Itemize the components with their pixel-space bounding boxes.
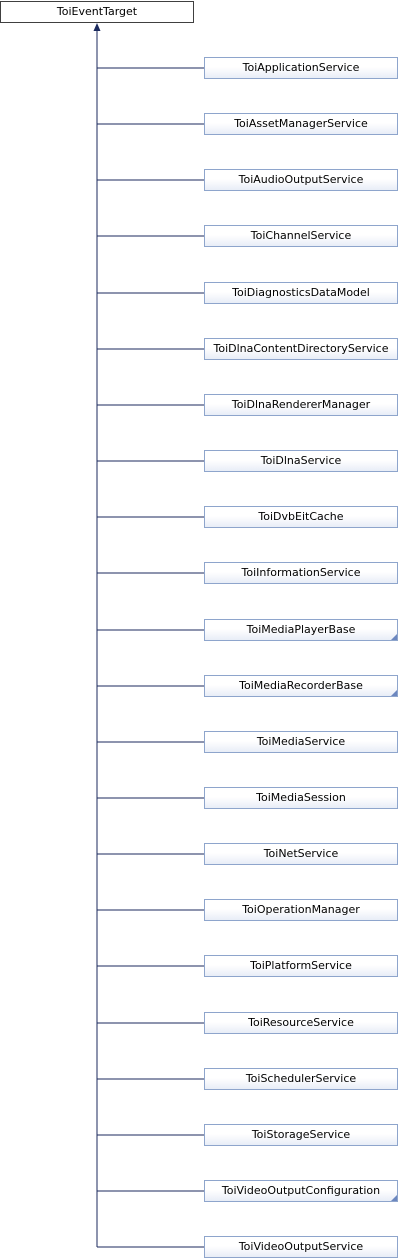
- derived-class-node[interactable]: ToiStorageService: [204, 1124, 398, 1146]
- derived-class-label: ToiMediaPlayerBase: [246, 623, 356, 636]
- derived-class-label: ToiInformationService: [241, 566, 361, 579]
- derived-class-node[interactable]: ToiChannelService: [204, 225, 398, 247]
- derived-class-node[interactable]: ToiPlatformService: [204, 955, 398, 977]
- derived-class-label: ToiMediaService: [256, 735, 346, 748]
- derived-class-node[interactable]: ToiAssetManagerService: [204, 113, 398, 135]
- derived-class-node[interactable]: ToiMediaPlayerBase: [204, 619, 398, 641]
- more-subclasses-icon: [391, 634, 397, 640]
- derived-class-label: ToiChannelService: [250, 229, 352, 242]
- derived-class-node[interactable]: ToiSchedulerService: [204, 1068, 398, 1090]
- more-subclasses-icon: [391, 1195, 397, 1201]
- derived-class-label: ToiResourceService: [248, 1016, 354, 1029]
- more-subclasses-icon: [391, 690, 397, 696]
- derived-class-label: ToiAudioOutputService: [238, 173, 364, 186]
- derived-class-node[interactable]: ToiDlnaRendererManager: [204, 394, 398, 416]
- derived-class-node[interactable]: ToiDvbEitCache: [204, 506, 398, 528]
- base-class-label: ToiEventTarget: [56, 5, 138, 18]
- derived-class-node[interactable]: ToiDlnaService: [204, 450, 398, 472]
- derived-class-label: ToiAssetManagerService: [234, 117, 368, 130]
- derived-class-label: ToiDlnaRendererManager: [231, 398, 371, 411]
- derived-class-label: ToiDlnaService: [260, 454, 342, 467]
- inheritance-arrowhead-icon: [93, 23, 101, 31]
- derived-class-node[interactable]: ToiApplicationService: [204, 57, 398, 79]
- derived-class-label: ToiStorageService: [251, 1128, 351, 1141]
- derived-class-node[interactable]: ToiVideoOutputService: [204, 1236, 398, 1258]
- derived-class-label: ToiVideoOutputService: [238, 1240, 364, 1253]
- derived-class-label: ToiMediaRecorderBase: [239, 679, 363, 692]
- derived-class-node[interactable]: ToiDiagnosticsDataModel: [204, 282, 398, 304]
- derived-class-label: ToiDvbEitCache: [258, 510, 344, 523]
- derived-class-node[interactable]: ToiNetService: [204, 843, 398, 865]
- derived-class-node[interactable]: ToiMediaSession: [204, 787, 398, 809]
- derived-class-label: ToiSchedulerService: [245, 1072, 357, 1085]
- derived-class-node[interactable]: ToiAudioOutputService: [204, 169, 398, 191]
- derived-class-node[interactable]: ToiMediaService: [204, 731, 398, 753]
- base-class-node[interactable]: ToiEventTarget: [0, 1, 194, 23]
- derived-class-label: ToiApplicationService: [242, 61, 360, 74]
- derived-class-node[interactable]: ToiResourceService: [204, 1012, 398, 1034]
- derived-class-node[interactable]: ToiInformationService: [204, 562, 398, 584]
- derived-class-label: ToiPlatformService: [250, 959, 352, 972]
- derived-class-label: ToiVideoOutputConfiguration: [221, 1184, 381, 1197]
- derived-class-label: ToiDlnaContentDirectoryService: [213, 342, 389, 355]
- derived-class-node[interactable]: ToiOperationManager: [204, 899, 398, 921]
- derived-class-label: ToiMediaSession: [256, 791, 346, 804]
- derived-class-label: ToiDiagnosticsDataModel: [232, 286, 370, 299]
- derived-class-node[interactable]: ToiDlnaContentDirectoryService: [204, 338, 398, 360]
- derived-class-node[interactable]: ToiVideoOutputConfiguration: [204, 1180, 398, 1202]
- derived-class-node[interactable]: ToiMediaRecorderBase: [204, 675, 398, 697]
- derived-class-label: ToiNetService: [263, 847, 339, 860]
- derived-class-label: ToiOperationManager: [242, 903, 360, 916]
